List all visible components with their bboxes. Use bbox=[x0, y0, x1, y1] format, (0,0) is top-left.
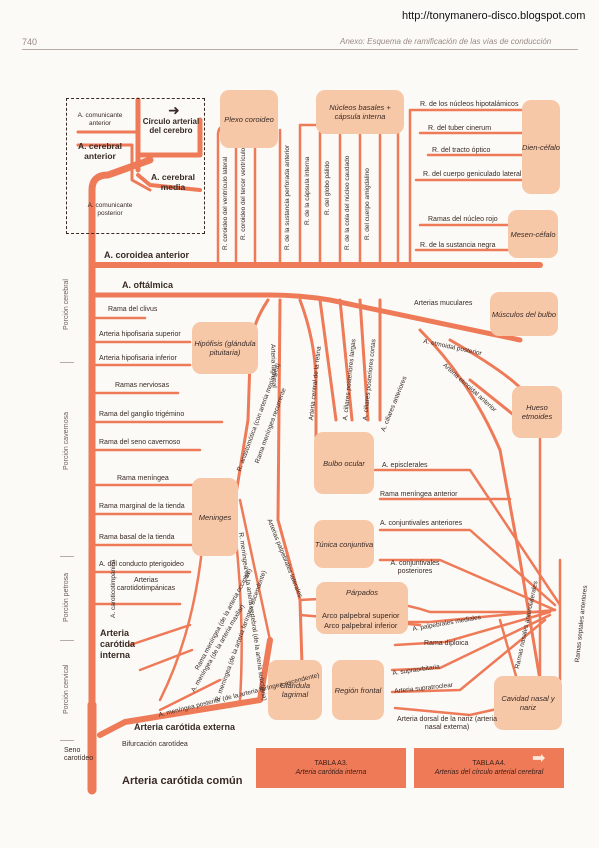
arrow-right-icon: ➜ bbox=[168, 102, 180, 118]
box-nucleos-basales: Núcleos basales + cápsula interna bbox=[316, 90, 404, 134]
table-a3-subtitle: Arteria carótida interna bbox=[295, 769, 367, 776]
left-branch-2: Arteria hipofisaria inferior bbox=[99, 355, 177, 362]
left-branch-4: Rama del ganglio trigémino bbox=[99, 411, 185, 418]
mesen-branch-0: Ramas del núcleo rojo bbox=[428, 216, 498, 223]
label-coroidea-anterior: A. coroidea anterior bbox=[104, 250, 190, 260]
label-bifurcacion: Bifurcación carotídea bbox=[122, 741, 188, 748]
side-porcion-cavernosa: Porción cavernosa bbox=[63, 412, 70, 470]
label-carotida-externa: Arteria carótida externa bbox=[134, 722, 236, 732]
label-episclerales: A. episclerales bbox=[382, 462, 428, 469]
side-porcion-cerebral: Porción cerebral bbox=[63, 279, 70, 330]
left-branch-7: Rama marginal de la tienda bbox=[99, 503, 185, 510]
vlabel-0: R. coroideo del ventrículo lateral bbox=[222, 156, 229, 250]
internal-carotid-trunk bbox=[88, 156, 154, 792]
left-branch-5: Rama del seno cavernoso bbox=[99, 439, 181, 446]
left-branch-8: Rama basal de la tienda bbox=[99, 534, 175, 541]
box-hipofisis: Hipófisis (glándula pituitaria) bbox=[192, 322, 258, 374]
label-oftalmica: A. oftálmica bbox=[122, 280, 174, 290]
box-bulbo-ocular: Bulbo ocular bbox=[314, 432, 374, 494]
page-number: 740 bbox=[22, 37, 38, 47]
side-porcion-petrosa: Porción petrosa bbox=[63, 572, 70, 622]
table-a4-link[interactable]: TABLA A4. Arterias del círculo arterial … bbox=[414, 748, 564, 788]
inset-frame bbox=[66, 98, 205, 234]
box-plexo-coroideo: Plexo coroideo bbox=[220, 90, 278, 148]
label-meningea-anterior: Rama meníngea anterior bbox=[380, 491, 458, 498]
label-arterias-musculares: Arterias muculares bbox=[414, 300, 473, 307]
side-porcion-cervical: Porción cervical bbox=[63, 664, 70, 714]
arrow-right-icon: ➡ bbox=[532, 750, 546, 767]
label-arco-superior: Arco palpebral superior bbox=[322, 611, 400, 620]
label-conj-anteriores: A. conjuntivales anteriores bbox=[380, 520, 463, 527]
left-branch-1: Arteria hipofisaria superior bbox=[99, 331, 181, 338]
box-tunica: Túnica conjuntiva bbox=[314, 520, 374, 568]
box-hueso-etmoides: Hueso etmoides bbox=[512, 386, 562, 438]
left-branch-9: A. del conducto pterigoideo bbox=[99, 561, 184, 568]
oftalmica-line bbox=[89, 292, 523, 343]
box-region-frontal: Región frontal bbox=[332, 660, 384, 720]
label-dorsal-nariz: Arteria dorsal de la nariz (arteria nasa… bbox=[397, 716, 497, 731]
vlabel-3: R. de la cápsula interna bbox=[304, 156, 311, 225]
label-rama-diploica: Rama diploica bbox=[424, 640, 469, 647]
inset-cerebral-media: A. cerebral media bbox=[151, 172, 195, 192]
box-glandula: Glándula lagrimal bbox=[268, 660, 322, 720]
label-seno-carotideo: Seno carotídeo bbox=[64, 747, 94, 762]
left-branch-0: Rama del clivus bbox=[108, 306, 158, 313]
vlabel-2: R. de la sustancia perforada anterior bbox=[284, 144, 291, 250]
left-branch-3: Ramas nerviosas bbox=[115, 382, 170, 389]
box-mesencefalo: Mesen-céfalo bbox=[508, 210, 558, 258]
left-branch-10: Arterias carotidotimpánicas bbox=[116, 577, 176, 592]
box-musculos: Músculos del bulbo bbox=[490, 292, 558, 336]
box-diencefalo: Dien-céfalo bbox=[522, 100, 560, 194]
external-carotid-trunk bbox=[97, 637, 273, 738]
running-title: Anexo: Esquema de ramificación de las ví… bbox=[340, 37, 552, 46]
mesen-branch-1: R. de la sustancia negra bbox=[420, 242, 496, 249]
table-a3-link[interactable]: TABLA A3. Arteria carótida interna bbox=[256, 748, 406, 788]
header-rule bbox=[22, 49, 578, 50]
table-a4-subtitle: Arterias del círculo arterial cerebral bbox=[434, 769, 544, 776]
inset-comunicante-anterior: A. comunicante anterior bbox=[77, 112, 123, 127]
left-branch-6: Rama meníngea bbox=[117, 475, 169, 482]
side-divider-1 bbox=[60, 362, 74, 363]
box-parpados: Párpados bbox=[316, 582, 408, 634]
label-carotida-interna: Arteria carótida interna bbox=[100, 628, 136, 660]
inset-cerebral-anterior: A. cerebral anterior bbox=[78, 141, 122, 161]
table-a4-title: TABLA A4. bbox=[472, 760, 506, 767]
side-divider-4 bbox=[60, 740, 74, 741]
box-meninges: Meninges bbox=[192, 478, 238, 556]
dien-branch-3: R. del cuerpo geniculado lateral bbox=[423, 171, 522, 178]
side-divider-2 bbox=[60, 556, 74, 557]
inset-circulo: Círculo arterial del cerebro bbox=[142, 117, 200, 135]
vlabel-5: R. de la cola del núcleo caudado bbox=[344, 155, 351, 250]
label-carotida-comun: Arteria carótida común bbox=[122, 775, 243, 787]
dien-branch-2: R. del tracto óptico bbox=[432, 147, 491, 154]
label-arco-inferior: Arco palpebral inferior bbox=[324, 621, 398, 630]
vlabel-4: R. del globo pálido bbox=[324, 161, 331, 215]
vlabel-1: R. coroideo del tercer ventrículo bbox=[240, 147, 247, 240]
box-cavidad-nasal: Cavidad nasal y nariz bbox=[494, 676, 562, 730]
label-caroticotimpanica: A. caroticotimpánica bbox=[110, 559, 117, 618]
source-url[interactable]: http://tonymanero-disco.blogspot.com bbox=[402, 10, 586, 22]
vlabel-6: R. del cuerpo amigdalino bbox=[364, 168, 371, 240]
dien-branch-0: R. de los núcleos hipotalámicos bbox=[420, 101, 519, 108]
inset-comunicante-posterior: A. comunicante posterior bbox=[87, 202, 133, 217]
side-divider-3 bbox=[60, 640, 74, 641]
label-conj-posteriores: A. conjuntivales posteriores bbox=[390, 560, 440, 575]
table-a3-title: TABLA A3. bbox=[314, 760, 348, 767]
dien-branch-1: R. del tuber cinerum bbox=[428, 125, 492, 132]
